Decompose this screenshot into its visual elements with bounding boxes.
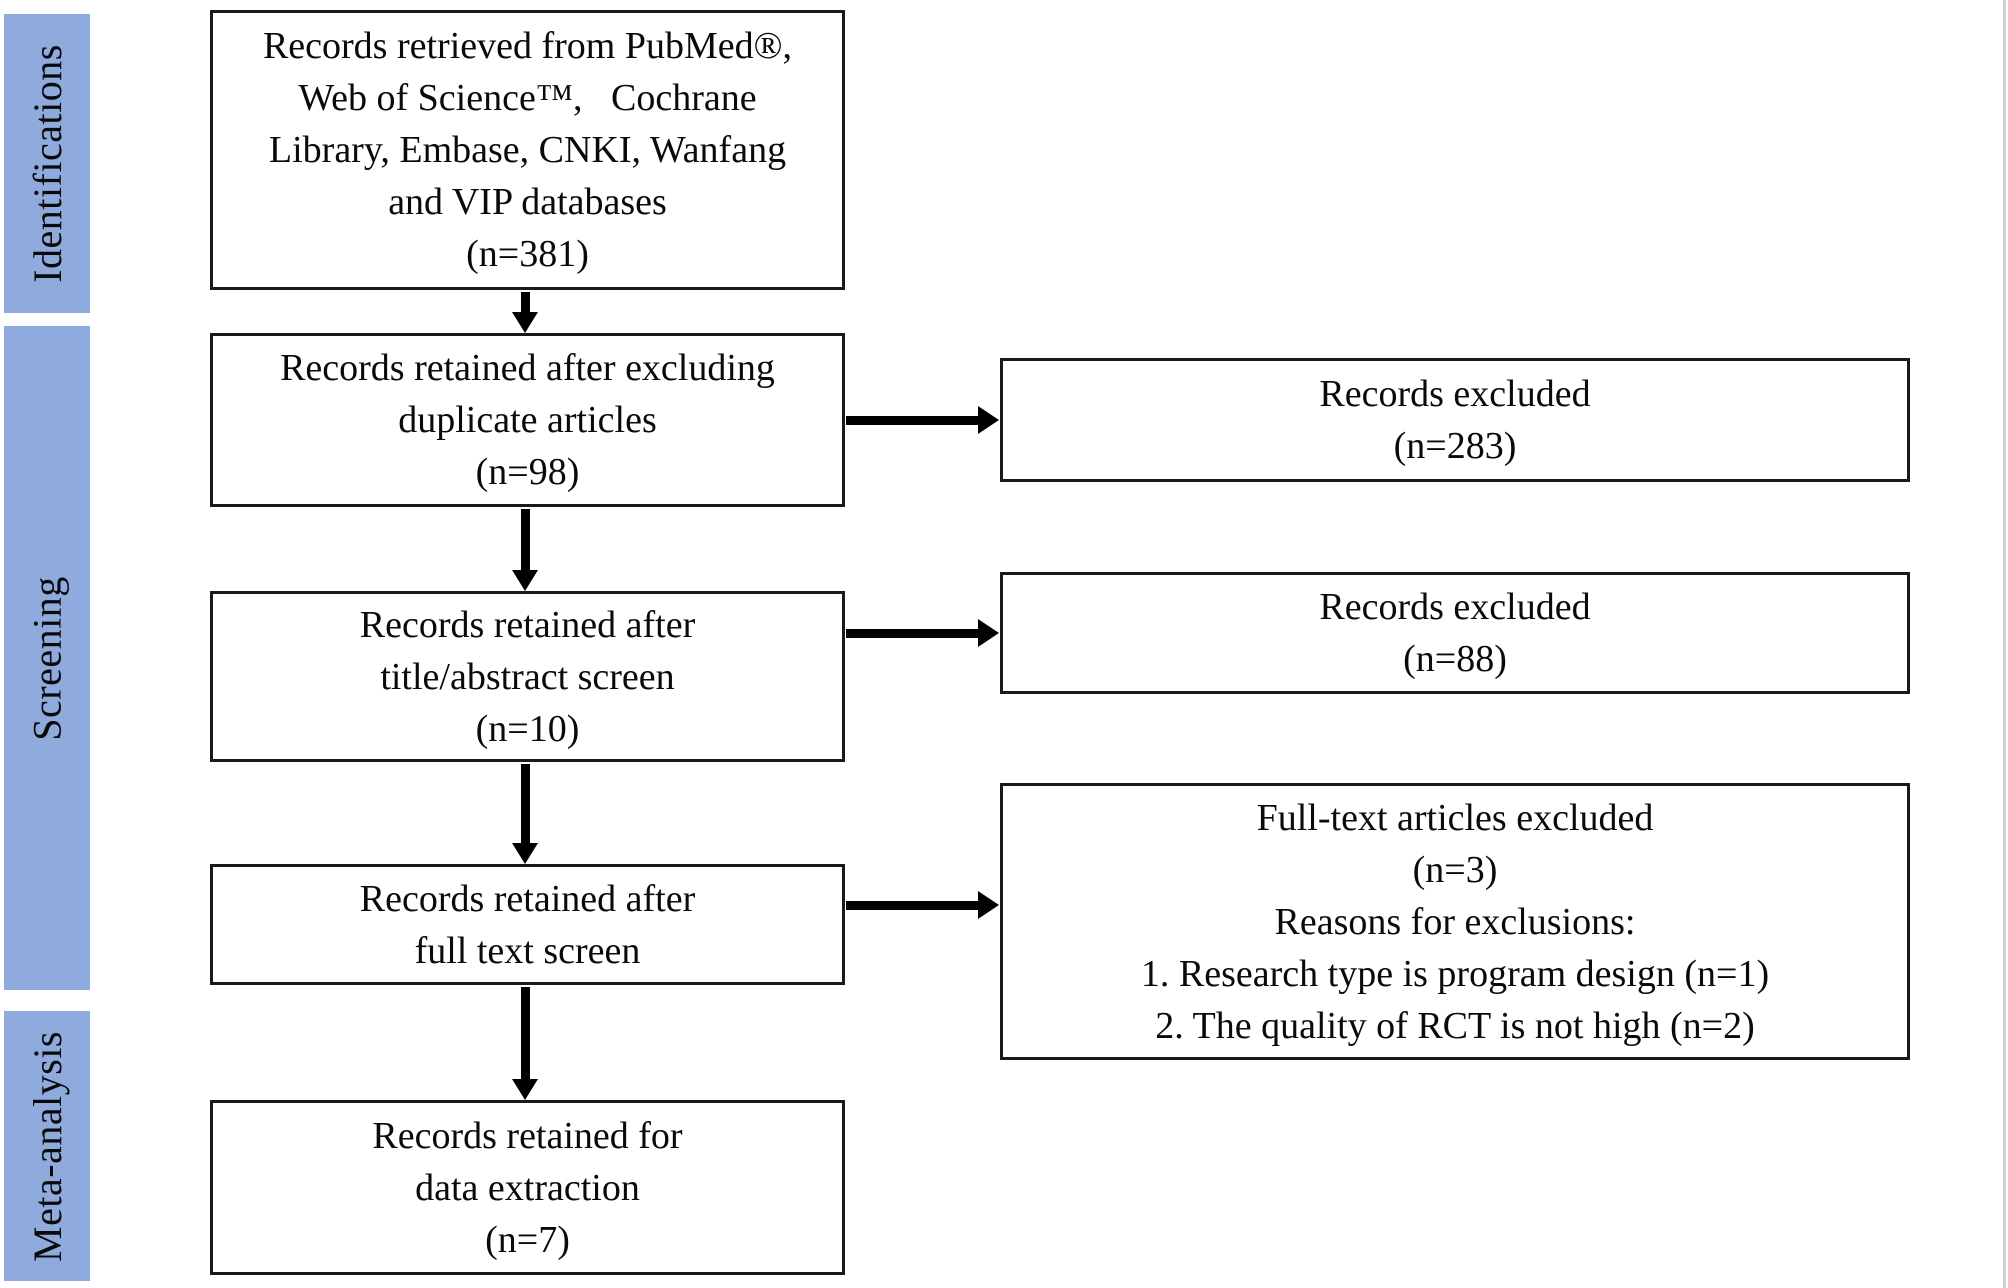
stage-label-identifications: Identifications	[24, 44, 70, 283]
stage-band-screening: Screening	[4, 326, 90, 990]
arrow-right-3-shaft	[846, 901, 980, 910]
arrow-right-1-shaft	[846, 416, 980, 425]
arrow-down-1-shaft	[521, 292, 530, 314]
box-records-excluded-283: Records excluded (n=283)	[1000, 358, 1910, 482]
arrow-down-4-shaft	[521, 987, 530, 1080]
arrow-down-2-head-icon	[512, 570, 538, 591]
box-records-excluded-88: Records excluded (n=88)	[1000, 572, 1910, 694]
arrow-right-2-shaft	[846, 629, 980, 638]
arrow-right-1-head-icon	[978, 406, 999, 434]
stage-band-meta-analysis: Meta-analysis	[4, 1011, 90, 1281]
arrow-down-3-head-icon	[512, 843, 538, 864]
box-records-after-dedup: Records retained after excluding duplica…	[210, 333, 845, 507]
box-records-after-title-abstract: Records retained after title/abstract sc…	[210, 591, 845, 762]
arrow-down-2-shaft	[521, 509, 530, 571]
arrow-right-3-head-icon	[978, 891, 999, 919]
box-records-retrieved: Records retrieved from PubMed®, Web of S…	[210, 10, 845, 290]
arrow-down-3-shaft	[521, 764, 530, 844]
stage-label-meta-analysis: Meta-analysis	[24, 1030, 70, 1262]
arrow-right-2-head-icon	[978, 619, 999, 647]
box-records-data-extraction: Records retained for data extraction (n=…	[210, 1100, 845, 1275]
box-records-after-full-text: Records retained after full text screen	[210, 864, 845, 985]
page-edge-line	[2003, 0, 2006, 1288]
stage-band-identifications: Identifications	[4, 14, 90, 313]
box-fulltext-excluded: Full-text articles excluded (n=3) Reason…	[1000, 783, 1910, 1060]
stage-label-screening: Screening	[24, 575, 70, 741]
arrow-down-1-head-icon	[512, 312, 538, 333]
arrow-down-4-head-icon	[512, 1079, 538, 1100]
